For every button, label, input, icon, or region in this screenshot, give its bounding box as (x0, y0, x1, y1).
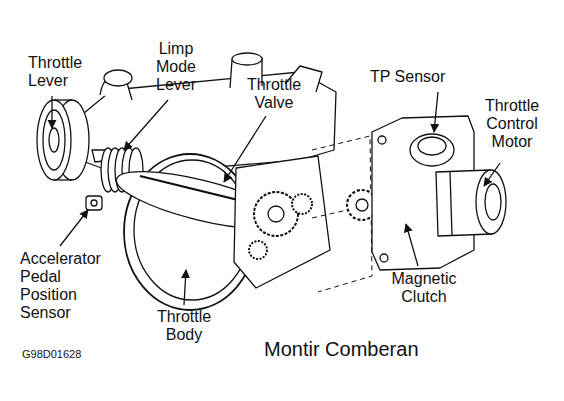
gear-hub (268, 206, 284, 222)
app-sensor-screw (91, 200, 97, 206)
pipe-end (104, 70, 132, 86)
leader-line (406, 224, 418, 266)
motor-line (450, 172, 452, 235)
part-label: Accelerator Pedal Position Sensor (20, 250, 101, 322)
gear (292, 194, 312, 214)
leader-line (51, 96, 52, 128)
leader-line (124, 100, 168, 150)
tp-sensor-cap (418, 137, 446, 155)
app-sensor (86, 196, 102, 210)
screw (378, 136, 386, 144)
pulley-hub (49, 128, 59, 152)
watermark: Montir Comberan (264, 338, 419, 361)
leader-line (184, 270, 186, 305)
pulley-edge (54, 99, 72, 100)
pipe-end (232, 53, 262, 65)
leader-line (60, 210, 88, 246)
part-label: Limp Mode Lever (156, 40, 196, 94)
figure-code: G98D01628 (22, 348, 81, 360)
part-label: Throttle Lever (28, 54, 82, 90)
motor-end-cap (485, 184, 501, 220)
pulley-edge (54, 179, 72, 180)
pulley-groove (43, 110, 65, 170)
leader-line (224, 116, 266, 182)
part-label: Throttle Control Motor (485, 97, 539, 151)
tp-sensor (410, 134, 454, 166)
leader-line (434, 92, 438, 132)
part-label: Throttle Valve (247, 76, 301, 112)
magnetic-clutch-hub (356, 199, 368, 211)
screw (380, 254, 388, 262)
gear-housing (234, 156, 330, 288)
pulley (37, 100, 71, 180)
part-label: Magnetic Clutch (392, 270, 457, 306)
part-label: TP Sensor (370, 68, 445, 86)
gear (254, 192, 298, 236)
gear (249, 241, 267, 259)
motor-end (476, 170, 506, 234)
part-label: Throttle Body (157, 308, 211, 344)
leader-line (484, 163, 500, 186)
